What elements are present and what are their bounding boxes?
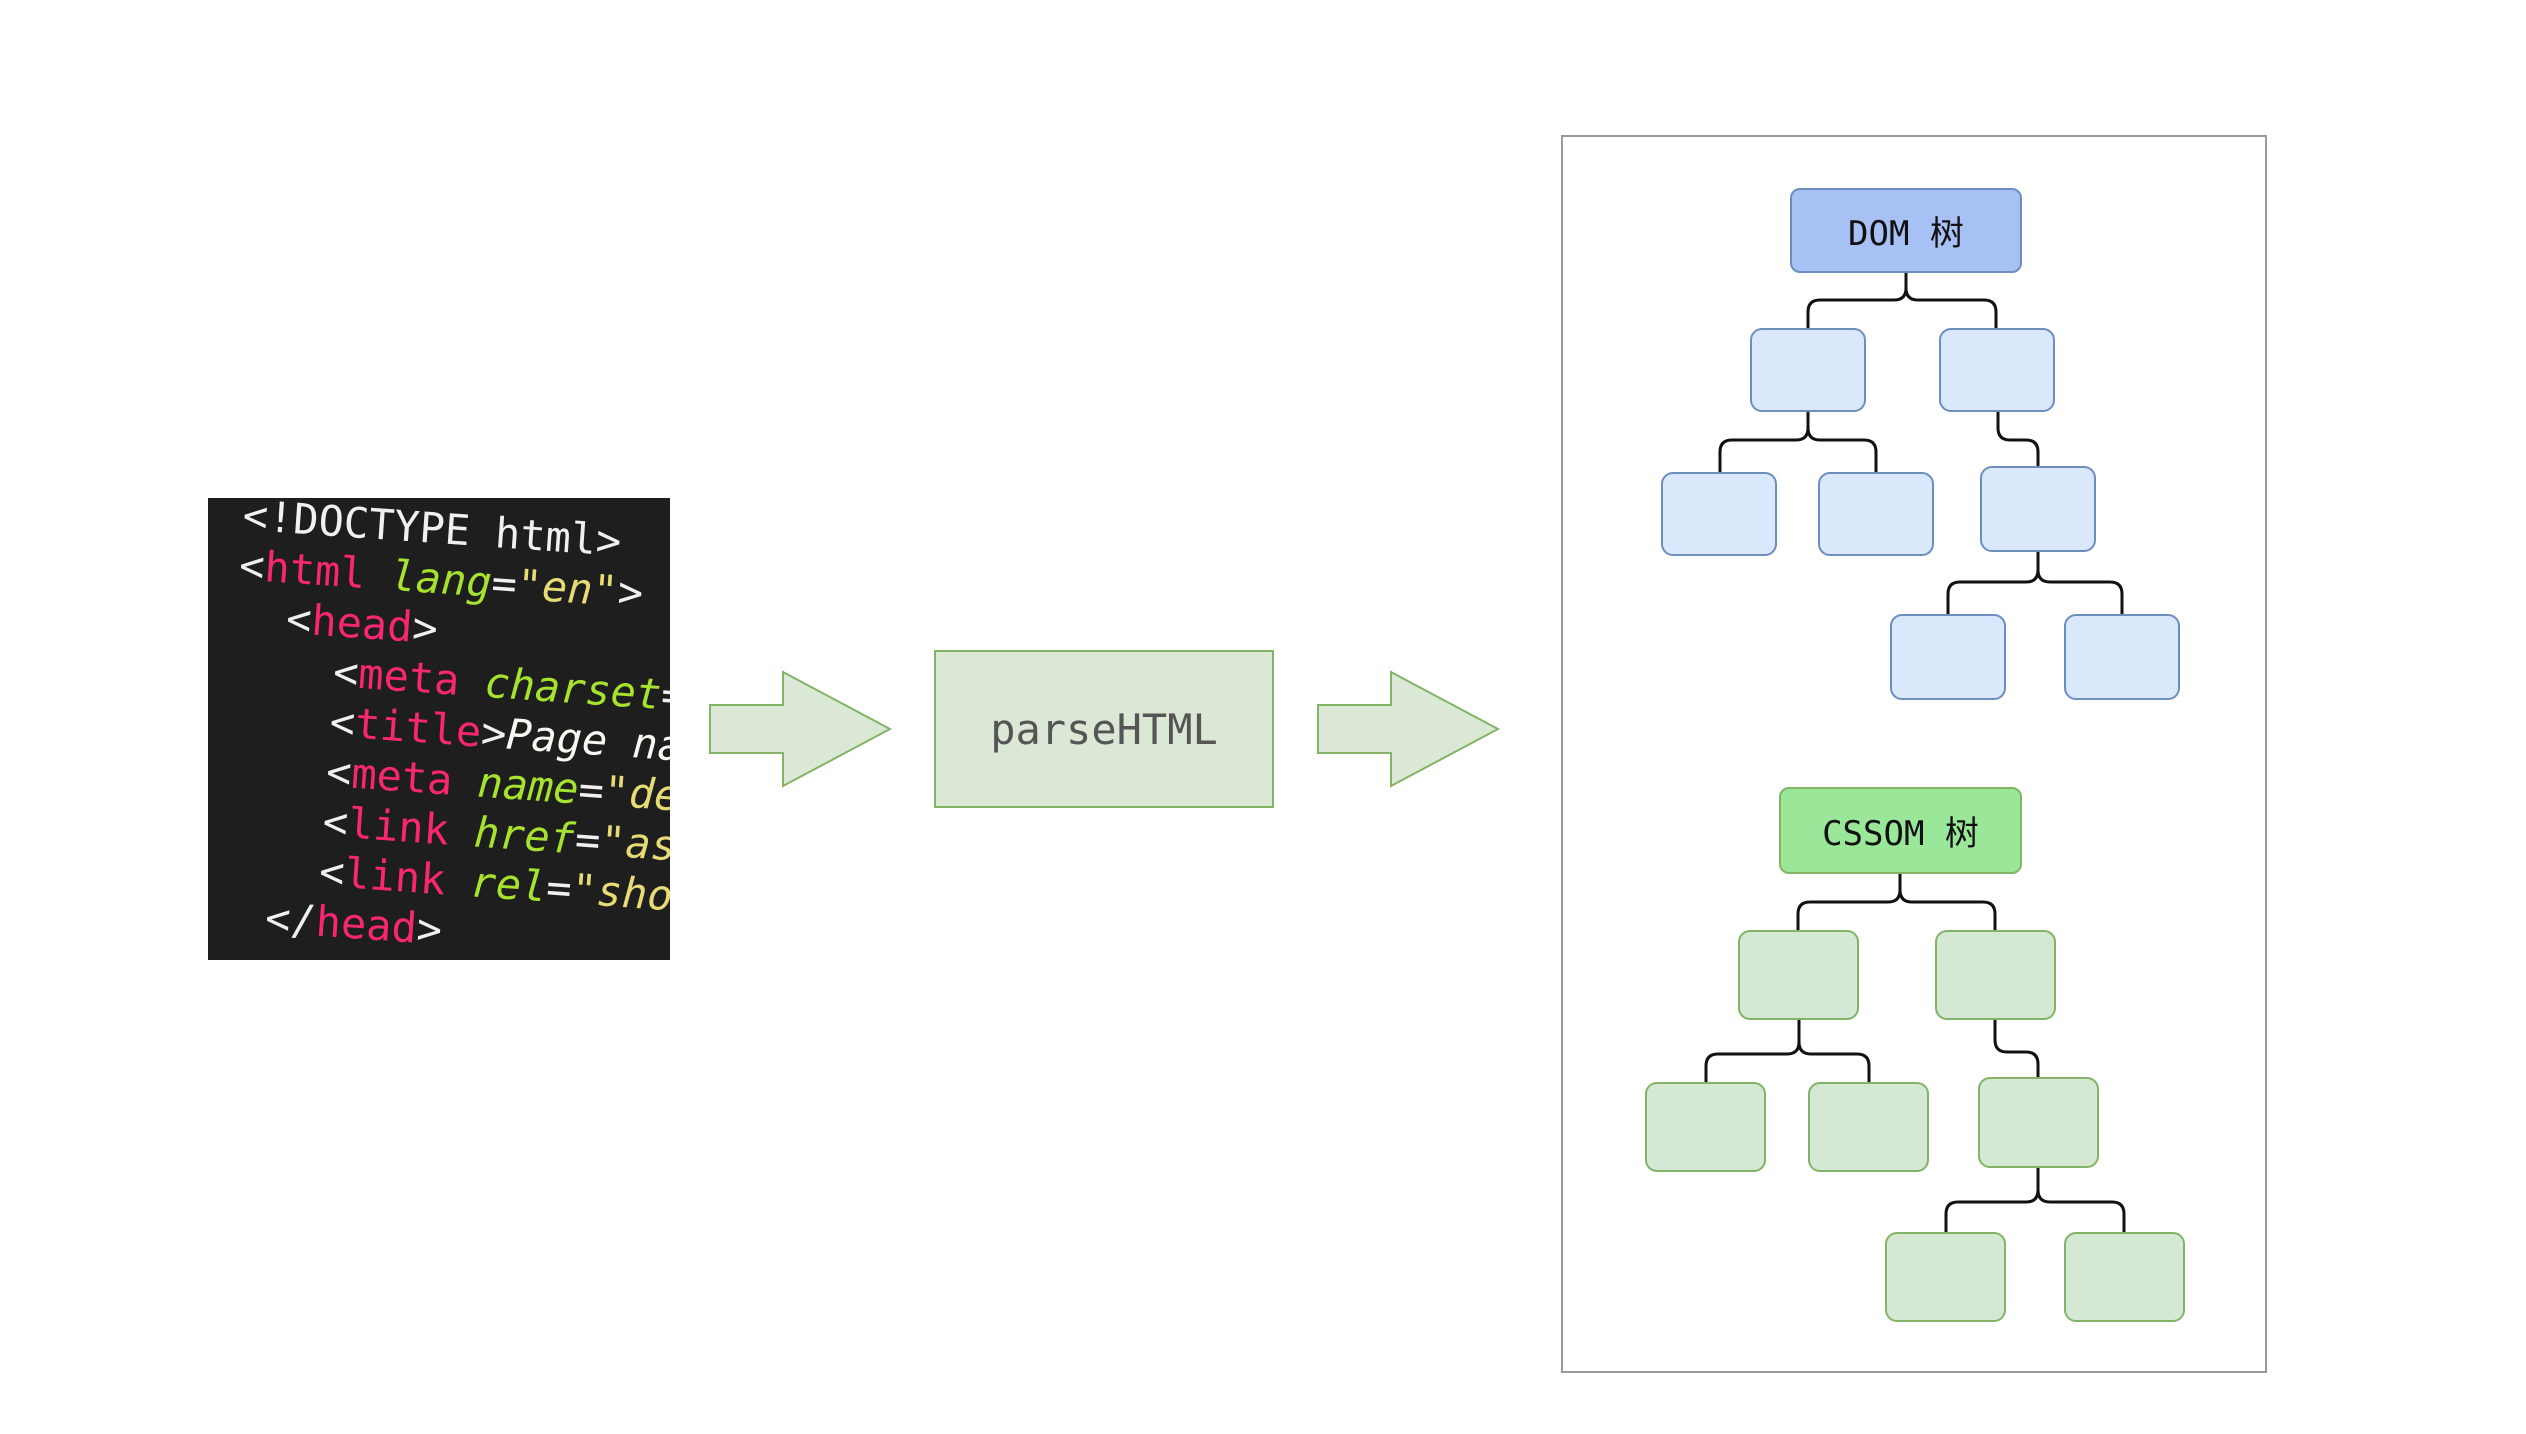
- html-code-image: <!DOCTYPE html><html lang="en"> <head> <…: [208, 498, 670, 960]
- dom-tree-node: [1890, 614, 2006, 700]
- cssom-tree-node: [1935, 930, 2056, 1020]
- dom-tree-label: DOM 树: [1848, 214, 1964, 254]
- dom-tree-node: [1980, 466, 2096, 552]
- cssom-tree-node: [1645, 1082, 1766, 1172]
- cssom-tree-edges: [1704, 874, 2126, 1232]
- arrow-right-icon: [1317, 670, 1501, 788]
- dom-tree-node: [1661, 472, 1777, 556]
- dom-tree-root: DOM 树: [1790, 188, 2022, 273]
- cssom-tree-root: CSSOM 树: [1779, 787, 2022, 874]
- dom-tree-edges: [1718, 273, 2124, 614]
- parsehtml-process-box: parseHTML: [934, 650, 1274, 808]
- cssom-tree-node: [1808, 1082, 1929, 1172]
- cssom-tree-node: [1885, 1232, 2006, 1322]
- dom-tree-node: [1939, 328, 2055, 412]
- output-trees-panel: [1561, 135, 2267, 1373]
- process-label: parseHTML: [990, 704, 1218, 754]
- cssom-tree-label: CSSOM 树: [1822, 814, 1979, 854]
- cssom-tree-node: [1978, 1077, 2099, 1168]
- arrow-right-icon: [709, 670, 893, 788]
- dom-tree-node: [1750, 328, 1866, 412]
- dom-tree-node: [2064, 614, 2180, 700]
- cssom-tree-node: [2064, 1232, 2185, 1322]
- dom-tree-node: [1818, 472, 1934, 556]
- cssom-tree-node: [1738, 930, 1859, 1020]
